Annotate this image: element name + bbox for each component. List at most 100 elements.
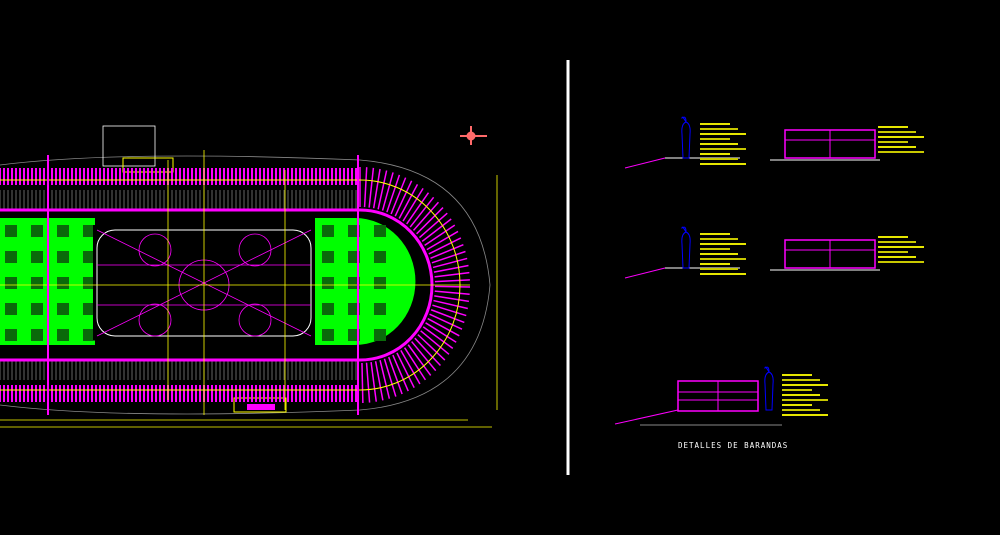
- seat-tick: [411, 341, 437, 372]
- seat-tick: [379, 359, 391, 399]
- seat-tick: [421, 218, 452, 242]
- annotation-leader: [878, 126, 908, 128]
- seat-tick: [433, 264, 469, 273]
- seat-tick: [427, 317, 460, 337]
- annotation-leader: [700, 248, 730, 250]
- annotation-leader: [782, 374, 812, 376]
- seat-tick: [374, 361, 384, 401]
- annotation-leader: [878, 151, 924, 153]
- seat-tick: [434, 285, 470, 288]
- seat-tick: [434, 279, 470, 283]
- seat-tick: [383, 358, 397, 397]
- hatch-square: [31, 277, 43, 289]
- annotation-leader: [700, 268, 738, 270]
- hatch-square: [83, 277, 95, 289]
- railing-details: [614, 116, 924, 426]
- annotation-leader: [700, 258, 746, 260]
- annotation-leader: [700, 143, 738, 145]
- annotation-leader: [782, 389, 812, 391]
- annotation-leader: [700, 233, 730, 235]
- seat-tick: [368, 167, 375, 208]
- annotation-leader: [700, 243, 746, 245]
- seat-tick: [432, 304, 467, 317]
- seat-tick: [402, 187, 424, 222]
- seat-tick: [414, 337, 441, 366]
- seat-tick: [434, 271, 470, 278]
- hatch-square: [83, 225, 95, 237]
- annotation-leader: [878, 246, 924, 248]
- annotation-leader: [700, 158, 738, 160]
- hatch-square: [5, 251, 17, 263]
- seat-tick: [419, 212, 448, 239]
- seat-tick: [420, 330, 450, 355]
- hatch-square: [322, 225, 334, 237]
- field-east: [315, 218, 416, 345]
- annotation-leader: [878, 241, 916, 243]
- annotation-leader: [782, 399, 828, 401]
- annotation-leader: [782, 379, 820, 381]
- hatch-square: [83, 303, 95, 315]
- seat-tick: [361, 362, 364, 403]
- slope-line: [624, 157, 666, 169]
- seat-tick: [394, 180, 413, 217]
- hatch-square: [5, 225, 17, 237]
- seat-tick: [372, 168, 381, 209]
- hatch-square: [5, 329, 17, 341]
- annotation-leader: [700, 138, 730, 140]
- annotation-leader: [878, 141, 908, 143]
- seat-tick: [403, 347, 427, 381]
- building-block: [102, 125, 156, 167]
- seat-tick: [426, 230, 459, 251]
- annotation-leader: [700, 123, 730, 125]
- annotation-leader: [782, 409, 820, 411]
- hatch-square: [5, 277, 17, 289]
- annotation-leader: [700, 133, 746, 135]
- annotation-leader: [878, 256, 916, 258]
- hatch-square: [57, 225, 69, 237]
- hatch-square: [374, 303, 386, 315]
- annotation-leader: [878, 236, 908, 238]
- north-arrow-icon: [460, 126, 487, 145]
- annotation-leader: [878, 251, 908, 253]
- annotation-leader: [782, 414, 828, 416]
- seat-tick: [430, 243, 464, 260]
- seat-tick: [387, 356, 403, 395]
- seat-tick: [363, 167, 368, 208]
- entrance-hatch: [247, 404, 275, 410]
- hatch-square: [374, 251, 386, 263]
- hatch-square: [31, 225, 43, 237]
- seat-tick: [370, 362, 378, 402]
- seat-tick: [412, 201, 440, 231]
- hatch-square: [374, 225, 386, 237]
- seat-tick: [428, 237, 462, 255]
- seat-tick: [407, 344, 432, 376]
- seat-tick: [434, 290, 470, 296]
- hatch-square: [374, 329, 386, 341]
- seat-tick: [365, 362, 371, 403]
- annotation-leader: [700, 253, 738, 255]
- annotation-leader: [700, 238, 738, 240]
- seat-tick: [416, 207, 444, 235]
- seat-tick: [422, 326, 454, 350]
- hatch-square: [83, 251, 95, 263]
- details-title: DETALLES DE BARANDAS: [678, 441, 789, 450]
- seat-tick: [432, 257, 468, 269]
- seat-tick: [398, 184, 419, 219]
- hatch-square: [57, 277, 69, 289]
- seat-tick: [429, 313, 463, 330]
- seat-tick: [409, 196, 435, 228]
- annotation-leader: [878, 136, 924, 138]
- seat-tick: [386, 174, 401, 213]
- seat-tick: [377, 170, 388, 210]
- seat-tick: [396, 352, 415, 389]
- seat-tick: [433, 299, 468, 310]
- site-boundary: [0, 155, 491, 415]
- annotation-leader: [700, 128, 738, 130]
- seat-tick: [424, 224, 456, 247]
- hatch-square: [57, 303, 69, 315]
- human-figure-icon: [681, 116, 691, 159]
- hatch-square: [322, 329, 334, 341]
- hatch-square: [31, 251, 43, 263]
- slope-line: [614, 409, 679, 425]
